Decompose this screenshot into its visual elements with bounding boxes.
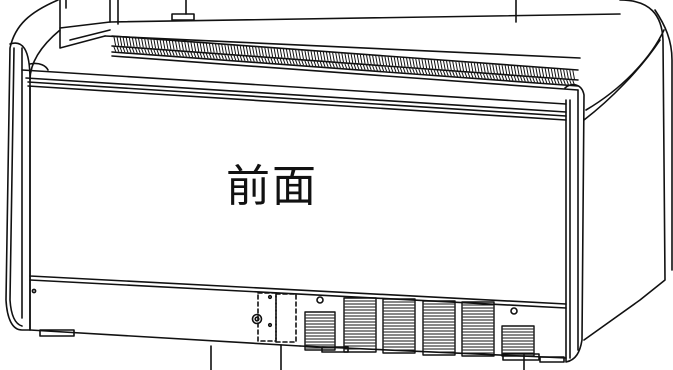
vent-grille (422, 300, 456, 356)
front-label: 前面 (226, 161, 318, 212)
vent-grille (382, 298, 416, 354)
vent-grille (304, 311, 336, 351)
top-opening (59, 0, 621, 59)
shelf-rail (111, 35, 579, 91)
left-end-cap (5, 0, 61, 331)
front-top-rail (21, 62, 567, 121)
vent-grille (461, 301, 495, 357)
top-clip (171, 13, 195, 21)
ventilation-grilles (304, 297, 535, 357)
right-end-cap (564, 0, 673, 363)
vent-grille (501, 325, 535, 357)
access-panel (251, 292, 518, 343)
vent-grille (343, 297, 377, 353)
feet (39, 329, 565, 363)
fastener-right (510, 307, 518, 315)
leader-lines (210, 344, 525, 370)
lock-icon (251, 313, 263, 325)
screw-left (31, 288, 37, 294)
fastener-left (316, 296, 324, 304)
